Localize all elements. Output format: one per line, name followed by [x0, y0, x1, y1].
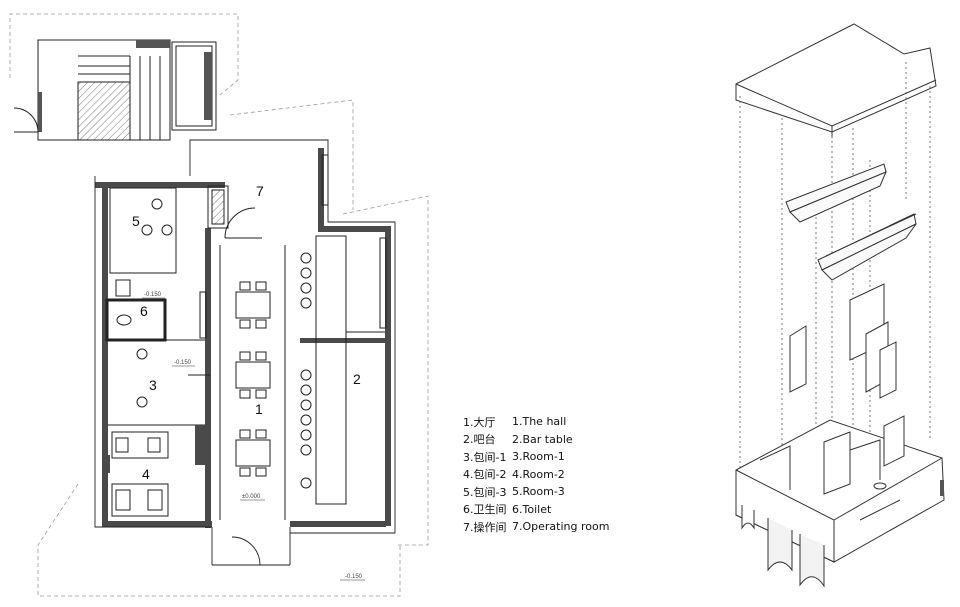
legend-cn-label: 4.包间-2 — [463, 468, 507, 482]
ceiling-beams — [785, 163, 917, 281]
exterior-walls — [95, 148, 391, 528]
outer-lines — [94, 139, 396, 566]
legend-row: 2.吧台 2.Bar table — [463, 431, 633, 449]
roof-slab — [735, 23, 937, 138]
toilet-room — [105, 279, 167, 342]
room-label-hall: 1 — [255, 401, 263, 417]
room-3 — [108, 291, 210, 426]
partitions — [789, 283, 897, 399]
legend: 1.大厅 1.The hall 2.吧台 2.Bar table 3.包间-1 … — [463, 413, 633, 536]
level-upper: -0.150 — [144, 292, 162, 298]
room-label-bar: 2 — [353, 371, 361, 387]
legend-row: 6.卫生间 6.Toilet — [463, 501, 633, 519]
room-label-operating: 7 — [256, 183, 264, 199]
legend-cn-label: 5.包间-3 — [463, 485, 507, 499]
legend-row: 7.操作间 7.Operating room — [463, 518, 633, 536]
site-outline — [9, 13, 429, 597]
room-label-room2: 4 — [142, 466, 150, 482]
ground-floor — [735, 415, 945, 588]
legend-row: 5.包间-3 5.Room-3 — [463, 483, 633, 501]
legend-row: 3.包间-1 3.Room-1 — [463, 448, 633, 466]
room-label-room1: 3 — [149, 377, 157, 393]
legend-en-label: 7.Operating room — [512, 520, 610, 534]
legend-en-label: 1.The hall — [512, 415, 567, 429]
axonometric-view — [735, 23, 945, 588]
legend-cn-label: 3.包间-1 — [463, 450, 507, 464]
room-5 — [109, 187, 177, 274]
legend-en-label: 4.Room-2 — [512, 467, 565, 481]
stair-block — [13, 39, 171, 141]
room-4 — [102, 425, 205, 517]
legend-en-label: 3.Room-1 — [512, 450, 565, 464]
legend-cn-label: 1.大厅 — [463, 415, 496, 429]
bar-counter — [300, 235, 387, 505]
level-mid: -0.150 — [174, 360, 192, 366]
annex-block — [171, 41, 217, 131]
legend-cn-label: 6.卫生间 — [463, 503, 507, 517]
legend-en-label: 2.Bar table — [512, 432, 573, 446]
legend-row: 4.包间-2 4.Room-2 — [463, 466, 633, 484]
operating-room — [207, 154, 329, 239]
legend-row: 1.大厅 1.The hall — [463, 413, 633, 431]
room-label-room3: 5 — [132, 213, 140, 229]
legend-cn-label: 7.操作间 — [463, 520, 507, 534]
floor-plan — [9, 13, 429, 597]
legend-en-label: 5.Room-3 — [512, 485, 565, 499]
room-label-toilet: 6 — [140, 303, 148, 319]
level-markers — [142, 297, 365, 581]
hall-tables — [219, 245, 286, 520]
level-floor: ±0.000 — [242, 494, 261, 500]
legend-en-label: 6.Toilet — [512, 502, 552, 516]
legend-cn-label: 2.吧台 — [463, 433, 496, 447]
level-bottom: -0.150 — [345, 574, 363, 580]
